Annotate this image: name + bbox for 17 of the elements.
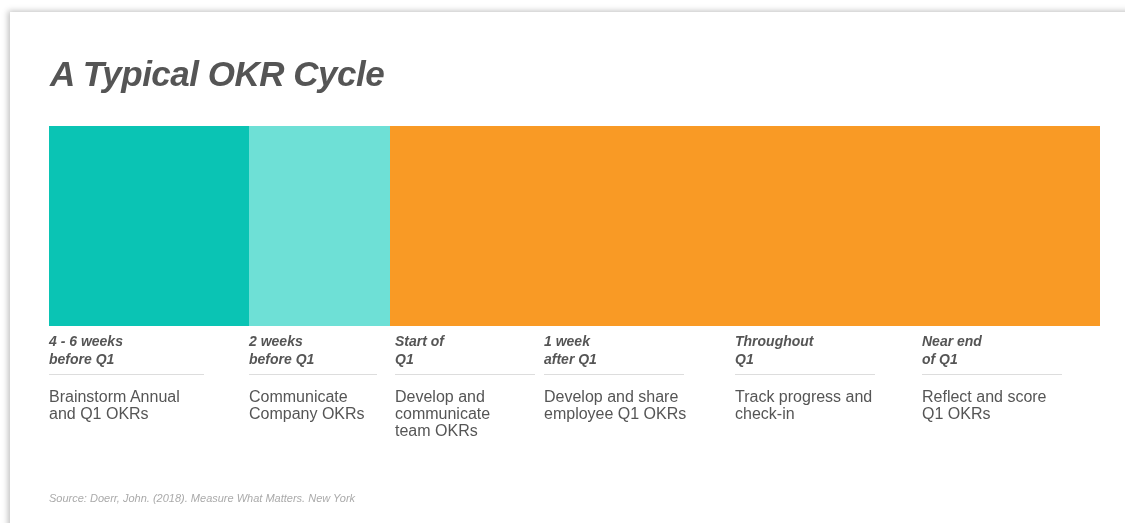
timing-label: 4 - 6 weeks before Q1 (49, 332, 124, 368)
timing-label: Near end of Q1 (922, 332, 983, 368)
step-description: Track progress and check-in (735, 388, 874, 422)
step-description: Communicate Company OKRs (249, 388, 366, 422)
timing-label: Throughout Q1 (735, 332, 815, 368)
step-description: Develop and share employee Q1 OKRs (544, 388, 688, 422)
source-note: Source: Doerr, John. (2018). Measure What Matters. New York (49, 492, 356, 504)
step-description: Develop and communicate team OKRs (395, 388, 492, 439)
timeline-bar (249, 126, 390, 326)
timeline-bar (49, 126, 249, 326)
step-description: Reflect and score Q1 OKRs (922, 388, 1048, 422)
step-description: Brainstorm Annual and Q1 OKRs (49, 388, 181, 422)
timing-label: 1 week after Q1 (544, 332, 598, 368)
timing-label: Start of Q1 (395, 332, 446, 368)
title: A Typical OKR Cycle (50, 54, 385, 94)
timing-label: 2 weeks before Q1 (249, 332, 316, 368)
timeline-bar (390, 126, 1100, 326)
